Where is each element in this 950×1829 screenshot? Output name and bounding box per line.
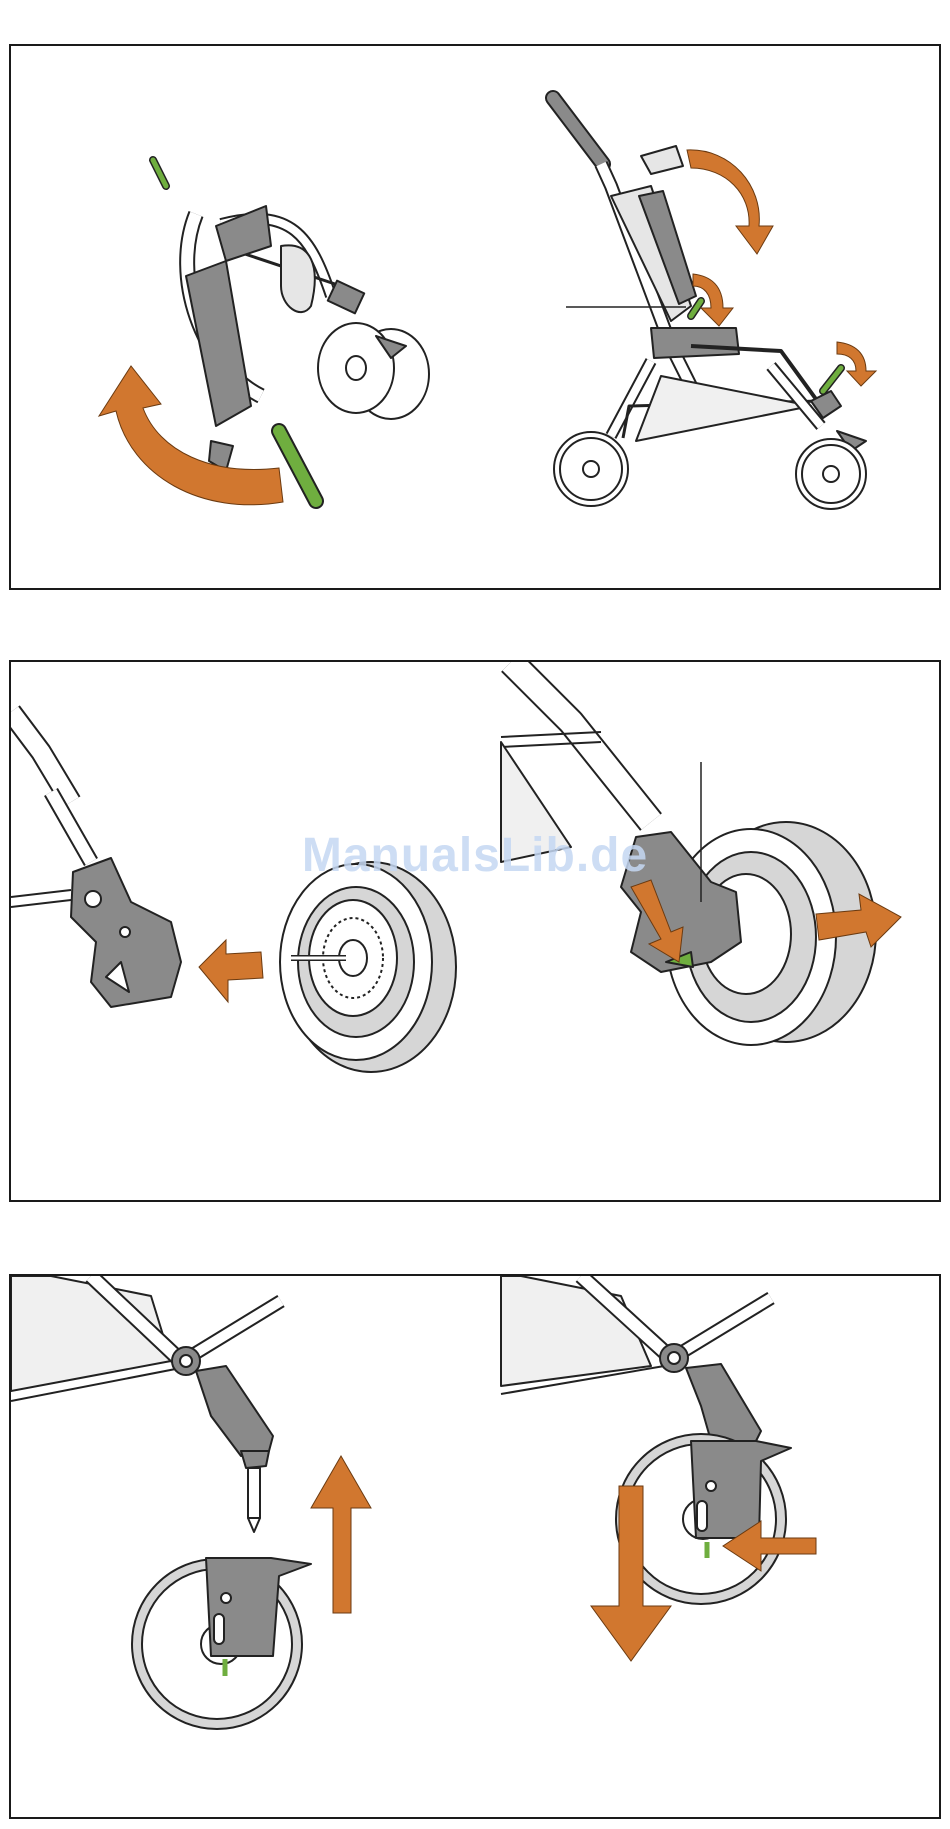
press-arrow-small-icon (837, 342, 876, 386)
watermark: ManualsLib.de (0, 828, 950, 883)
rear-wheel (280, 862, 456, 1072)
front-frame-left (11, 1276, 311, 1729)
folded-stroller (153, 160, 429, 501)
panel-rear-wheel (9, 660, 941, 1202)
rotate-down-arrow-icon (687, 150, 773, 254)
panel-unfold (9, 44, 941, 590)
pull-left-arrow-icon (199, 940, 263, 1002)
push-up-arrow-icon (311, 1456, 371, 1613)
panel-front-wheel (9, 1274, 941, 1819)
